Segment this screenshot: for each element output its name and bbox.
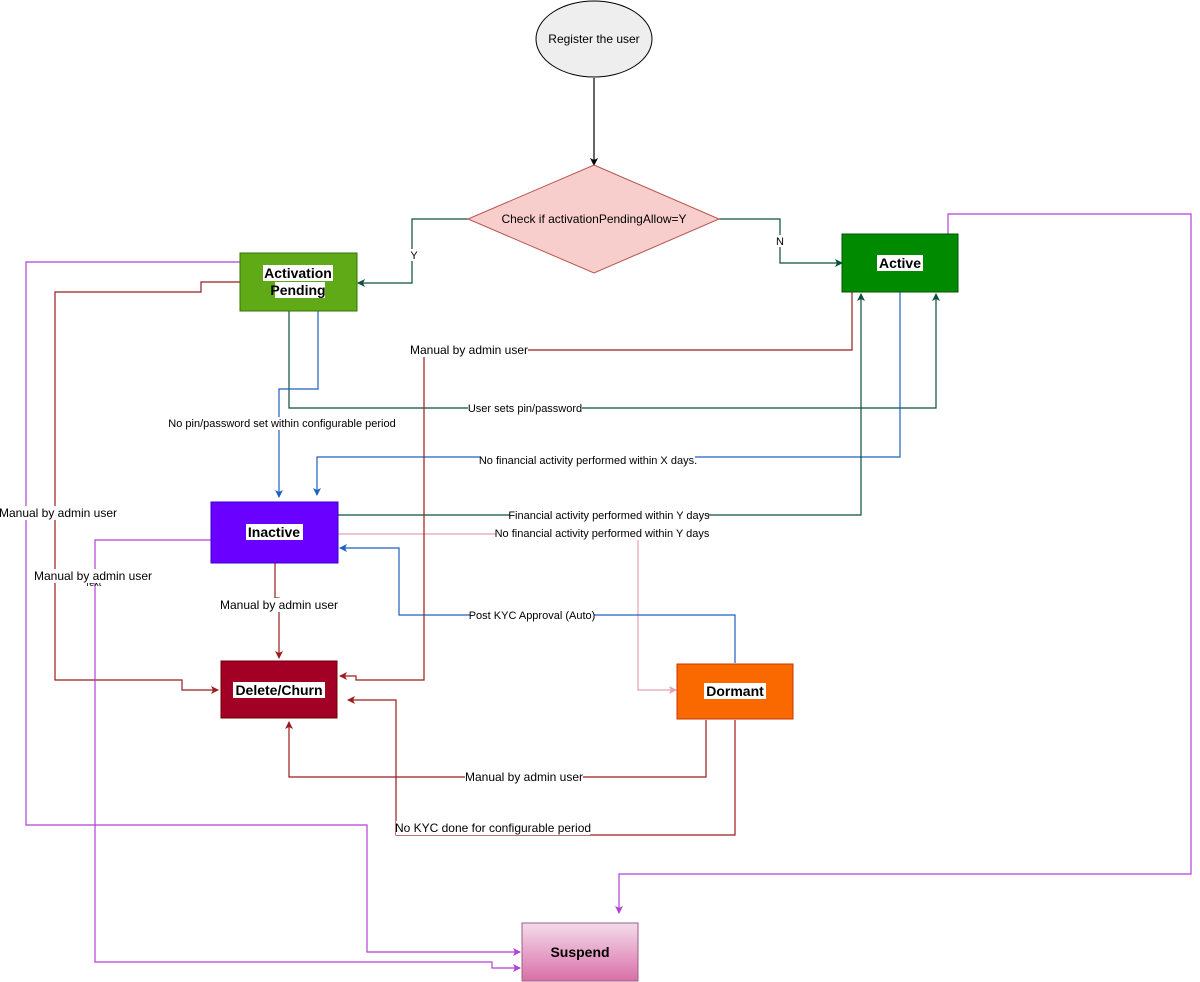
- edge-activation-to-active: [288, 293, 940, 409]
- edge-label-manual-admin-center: Manual by admin user: [410, 343, 528, 357]
- suspend-node: Suspend: [521, 922, 639, 982]
- nodes: Register the user Check if activationPen…: [210, 0, 959, 982]
- edge-label-manual-admin-left2: Manual by admin user: [34, 569, 152, 583]
- edge-dormant-to-inactive: [339, 544, 736, 663]
- edge-activation-to-inactive: [275, 311, 319, 498]
- edge-label-user-sets-pin: User sets pin/password: [468, 403, 582, 415]
- edge-label-no-fin-y: No financial activity performed within Y…: [495, 528, 710, 540]
- activation-pending-label-line2: Pending: [270, 282, 325, 298]
- dormant-label: Dormant: [706, 683, 764, 699]
- edge-label-manual-admin-dormant: Manual by admin user: [465, 770, 583, 784]
- inactive-label: Inactive: [248, 524, 300, 540]
- decision-label: Check if activationPendingAllow=Y: [501, 212, 686, 226]
- dormant-node: Dormant: [676, 663, 794, 720]
- edge-dormant-to-delete-kyc: [347, 696, 736, 836]
- edge-label-manual-admin-inactive: Manual by admin user: [220, 598, 338, 612]
- edge-inactive-to-suspend: [94, 539, 521, 972]
- register-user-node: Register the user: [535, 0, 653, 78]
- edge-inactive-to-dormant: [338, 533, 677, 694]
- edge-label-no: N: [776, 236, 784, 248]
- edge-label-manual-admin-left: Manual by admin user: [0, 506, 117, 520]
- inactive-node: Inactive: [210, 501, 339, 564]
- edge-dormant-to-delete: [285, 720, 707, 778]
- edge-inactive-to-active: [338, 293, 865, 516]
- register-user-label: Register the user: [548, 32, 639, 46]
- edge-activation-to-suspend: [25, 261, 521, 956]
- delete-churn-label: Delete/Churn: [235, 682, 322, 698]
- active-label: Active: [879, 255, 921, 271]
- delete-churn-node: Delete/Churn: [220, 660, 338, 719]
- edge-label-no-kyc: No KYC done for configurable period: [395, 821, 591, 835]
- edge-activation-to-delete: [54, 281, 240, 694]
- activation-pending-node: Activation Pending: [239, 252, 358, 312]
- edge-active-to-suspend: [615, 213, 1192, 914]
- edge-label-no-pin: No pin/password set within configurable …: [168, 418, 395, 430]
- decision-node: Check if activationPendingAllow=Y: [466, 164, 721, 274]
- active-node: Active: [841, 233, 959, 293]
- edge-label-fin-y: Financial activity performed within Y da…: [508, 510, 710, 522]
- activation-pending-label-line1: Activation: [264, 265, 332, 281]
- edge-label-no-fin-x: No financial activity performed within X…: [479, 455, 697, 467]
- edge-label-yes: Y: [410, 250, 418, 262]
- edge-label-post-kyc: Post KYC Approval (Auto): [469, 610, 596, 622]
- suspend-label: Suspend: [550, 944, 609, 960]
- edge-active-to-delete: [339, 292, 853, 681]
- edge-labels: Y N Manual by admin user User sets pin/p…: [0, 235, 785, 835]
